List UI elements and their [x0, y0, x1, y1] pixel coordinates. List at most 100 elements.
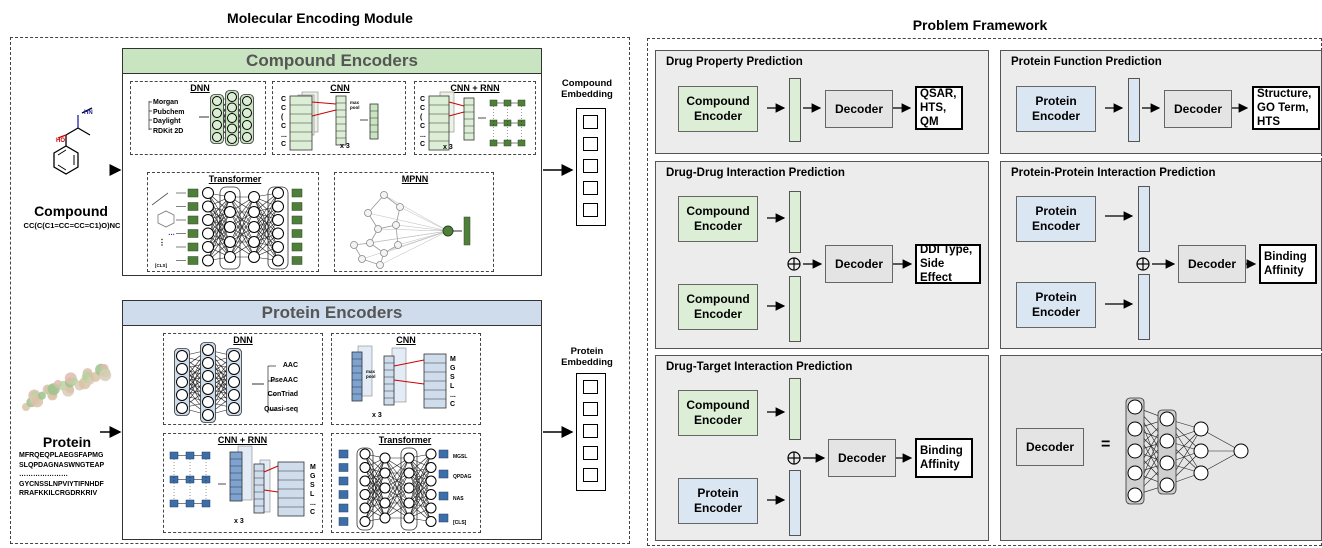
neuron-node [202, 357, 214, 369]
residue-blob [37, 391, 46, 400]
decoder-box: Decoder [1016, 428, 1084, 466]
message-line [377, 228, 449, 232]
output-token [338, 490, 349, 499]
edge-line [253, 196, 279, 248]
output-token [338, 449, 349, 459]
compound-mpnn-box [334, 172, 494, 272]
conv-line [393, 359, 425, 367]
neuron-node [176, 376, 188, 388]
compound-structure-image [53, 107, 93, 175]
feature-map [253, 463, 265, 514]
neuron-node [379, 512, 391, 524]
sequence-char: C [281, 96, 286, 103]
ring-shape [157, 210, 175, 228]
embedding-cell [583, 446, 598, 460]
message-line [399, 206, 449, 232]
message-line [395, 224, 449, 232]
neuron-node [228, 376, 240, 388]
double-bond [57, 164, 67, 171]
residue-blob [65, 385, 74, 394]
sequence-char: G [450, 365, 456, 372]
feature-map [229, 451, 243, 502]
embedding-cell [583, 159, 598, 173]
edge-line [253, 206, 279, 258]
neuron-node [212, 108, 222, 118]
layer-box [267, 186, 289, 270]
compound-transformer-label: Transformer [208, 174, 262, 184]
neuron-node [403, 452, 415, 464]
protein-encoder-box-1: Protein Encoder [1016, 196, 1096, 242]
edge-line [384, 457, 410, 519]
output-token [338, 463, 349, 472]
edge-line [207, 219, 231, 258]
dnn-input: RDKit 2D [153, 127, 184, 135]
compound-encoders-header: Compound Encoders [123, 49, 541, 74]
double-bond [57, 149, 67, 156]
neuron-node [202, 370, 214, 382]
neuron-node [248, 221, 260, 233]
atom-node [366, 239, 374, 247]
edge-line [1200, 428, 1242, 452]
layer-box [219, 186, 241, 270]
sequence-char: L [450, 383, 455, 390]
output-token [291, 202, 303, 211]
neuron-node [1127, 487, 1143, 503]
dnn-input: Quasi-seq [264, 405, 298, 413]
decoder-network-graphic [1125, 397, 1249, 505]
atom-node [350, 241, 358, 249]
sequence-line: SLQPDAGNASWNGTEAP [19, 461, 105, 469]
neuron-node [359, 502, 371, 514]
neuron-node [1193, 421, 1209, 437]
neuron-node [227, 92, 237, 102]
neuron-node [1193, 443, 1209, 459]
bond-line [81, 107, 93, 114]
input-token [187, 202, 199, 211]
ellipsis-text: … [168, 230, 175, 237]
protein-encoders-block: Protein Encoders [122, 300, 542, 540]
embedding-cell [583, 468, 598, 482]
output-box: Structure, GO Term, HTS [1252, 86, 1320, 130]
edge-line [408, 457, 432, 495]
sequence-char: C [310, 509, 315, 516]
neuron-node [212, 120, 222, 130]
compound-encoder-box-1: Compound Encoder [678, 196, 758, 242]
sequence-char: ( [420, 114, 423, 121]
rnn-cell [517, 119, 526, 127]
edge-line [364, 480, 386, 519]
edge-line [364, 453, 386, 504]
neuron-node [272, 241, 284, 253]
rnn-cell [201, 499, 211, 508]
neuron-node [248, 206, 260, 218]
panel-title: Drug-Drug Interaction Prediction [666, 167, 845, 179]
neuron-node [202, 200, 214, 213]
protein-cnn-box [331, 333, 481, 425]
neuron-node [227, 123, 237, 134]
output-box: Binding Affinity [915, 438, 973, 478]
neuron-node [212, 96, 222, 106]
sequence-line: ………………… [19, 471, 68, 478]
neuron-node [228, 389, 240, 401]
embedding-cell [583, 424, 598, 438]
protein-structure-image [22, 363, 112, 411]
neuron-node [272, 187, 284, 199]
edge-line [384, 472, 410, 519]
atom-node [374, 225, 382, 233]
embedding-bar-2 [789, 276, 801, 342]
panel-dti: Drug-Target Interaction Prediction Compo… [655, 355, 989, 541]
compound-cnnrnn-graphic: CC(C...C [420, 91, 526, 151]
atom-node [380, 249, 388, 257]
neuron-node [403, 512, 415, 524]
neuron-node [224, 191, 236, 203]
input-token [438, 469, 449, 479]
message-line [397, 230, 449, 246]
neuron-node [403, 497, 415, 509]
atom-node [376, 261, 384, 269]
atom-node [396, 203, 404, 211]
compound-cnn-repeat: x 3 [340, 143, 350, 150]
sequence-line: RRAFKKILCRGDRKRIV [19, 490, 98, 497]
neuron-node [242, 120, 252, 130]
edge-line [207, 211, 231, 261]
neuron-node [359, 475, 371, 487]
neuron-node [1159, 477, 1175, 493]
